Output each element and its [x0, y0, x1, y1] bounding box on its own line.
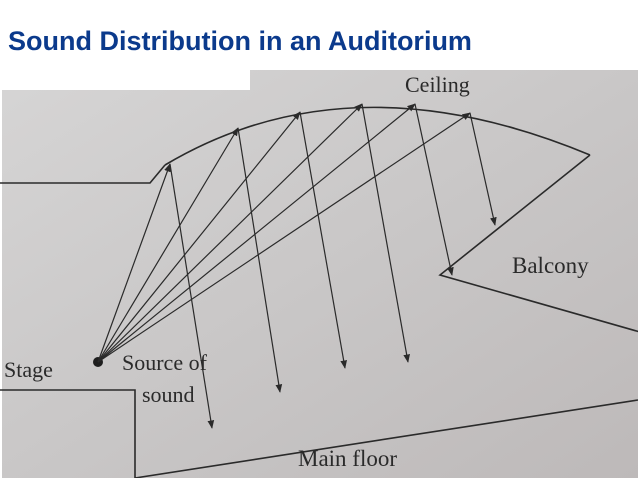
reflected-ray-5 [414, 103, 454, 276]
reflected-ray-4 [361, 103, 410, 363]
balcony-back-wall [438, 154, 638, 333]
left-upper-wall [0, 164, 166, 184]
paper-background [0, 70, 638, 478]
stage-outline [0, 389, 136, 478]
main-floor-label: Main floor [298, 446, 397, 471]
balcony-label: Balcony [512, 253, 589, 278]
title-band [0, 0, 638, 70]
ceiling-label: Ceiling [405, 72, 470, 97]
reflected-ray-6 [469, 112, 497, 226]
stage-label: Stage [4, 357, 53, 382]
hall-outline [0, 106, 638, 478]
main-floor-slope [134, 399, 638, 478]
incident-rays [97, 103, 471, 363]
slide-left-edge [0, 90, 2, 478]
reflected-ray-1 [169, 163, 215, 429]
slide-title: Sound Distribution in an Auditorium [8, 26, 472, 56]
incident-ray-3 [97, 111, 301, 363]
title-band-extension [0, 70, 250, 90]
ceiling-curve [164, 106, 591, 166]
reflected-rays [169, 103, 497, 429]
reflected-ray-2 [237, 127, 283, 393]
incident-ray-2 [97, 127, 239, 363]
reflected-ray-3 [299, 111, 348, 369]
incident-ray-5 [97, 103, 416, 363]
incident-ray-6 [97, 112, 471, 363]
incident-ray-1 [97, 163, 171, 363]
source-label-line2: sound [142, 382, 195, 407]
source-label-line1: Source of [122, 350, 208, 375]
incident-ray-4 [97, 103, 363, 363]
